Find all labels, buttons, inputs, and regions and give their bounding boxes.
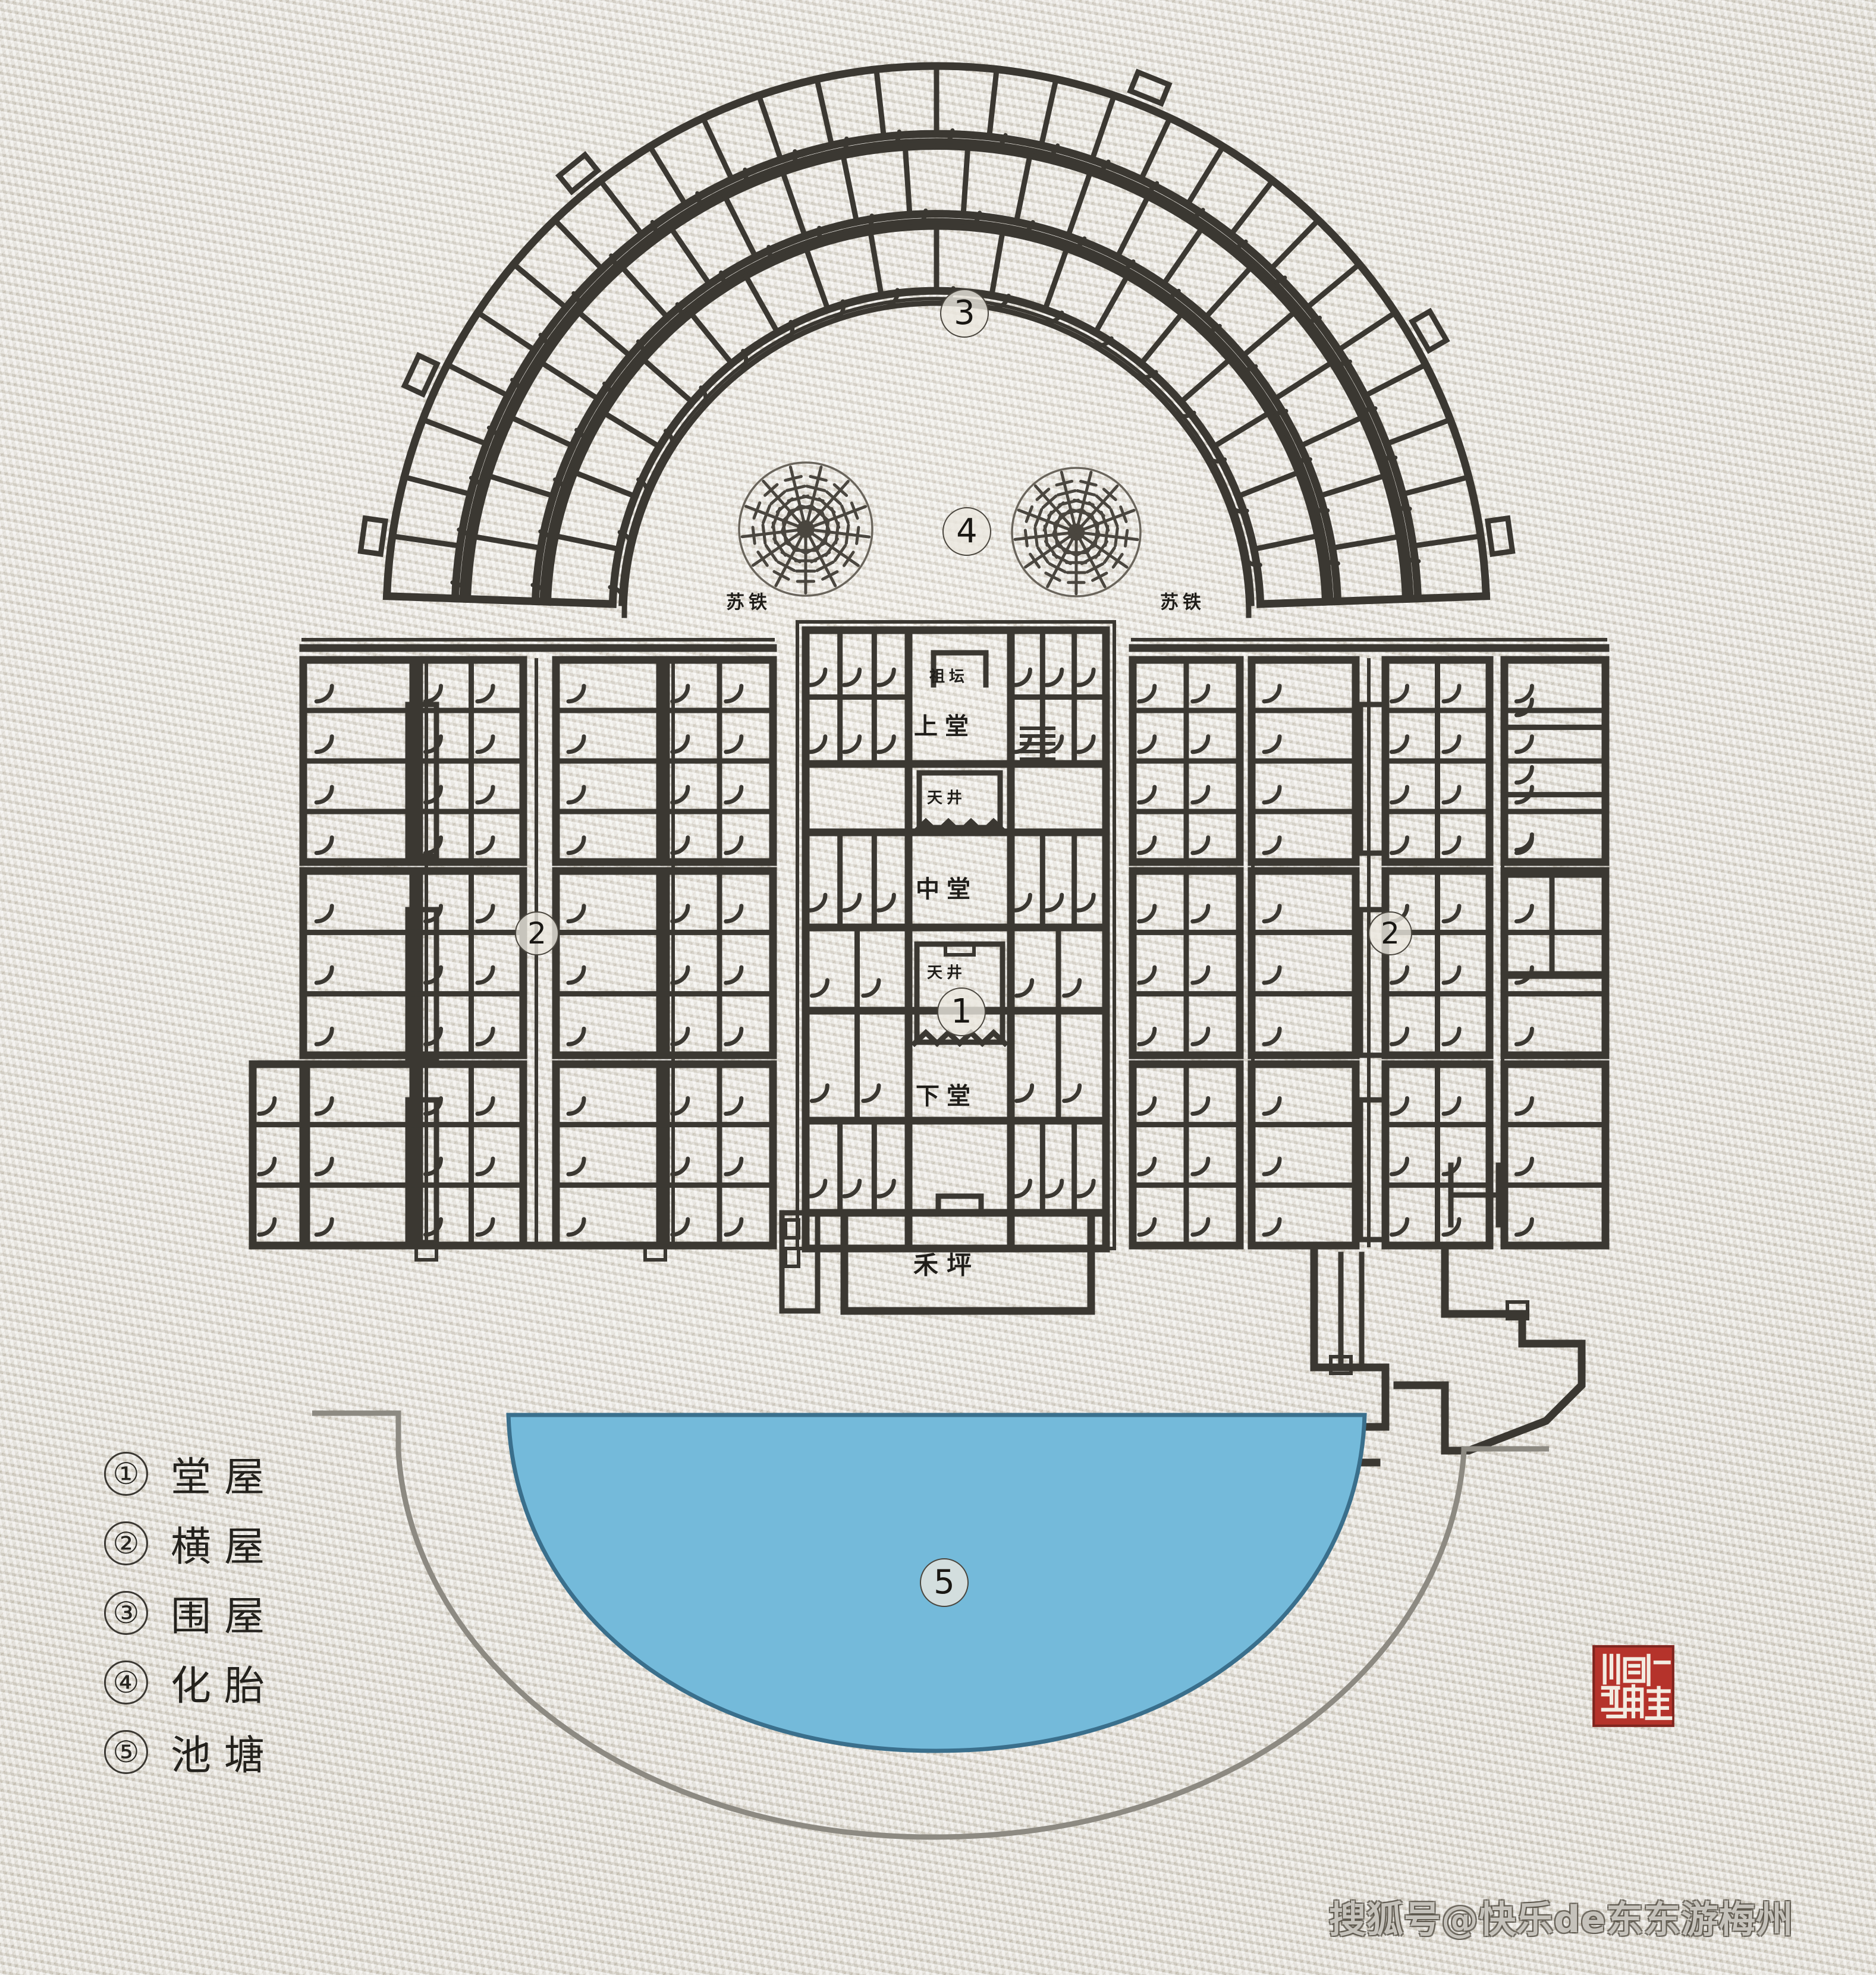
legend-label-5: 池塘 — [171, 1732, 278, 1779]
legend-label-3: 围屋 — [171, 1593, 278, 1640]
marker-wing-left: 2 — [515, 911, 559, 955]
legend-item-1: ① 堂屋 — [104, 1439, 278, 1508]
marker-wing-right: 2 — [1368, 911, 1412, 955]
label-middle-hall: 中堂 — [916, 876, 978, 903]
site-boundary — [312, 1410, 1549, 1840]
right-wing-block — [1129, 638, 1610, 1467]
label-cycad-right: 苏铁 — [1160, 592, 1205, 614]
marker-hall-axis: 1 — [937, 988, 986, 1036]
label-ancestral-altar: 祖坛 — [929, 668, 969, 686]
label-courtyard-lower: 天井 — [926, 964, 967, 982]
pond-and-boundary — [312, 1410, 1549, 1840]
legend-number-1: ① — [104, 1451, 148, 1496]
legend-number-4: ④ — [104, 1660, 148, 1704]
threshing-floor-block — [840, 1209, 1095, 1315]
chop-seal-icon — [1592, 1645, 1674, 1727]
legend-label-2: 横屋 — [171, 1524, 278, 1571]
marker-huatai: 4 — [942, 507, 991, 556]
label-courtyard-upper: 天井 — [926, 789, 967, 807]
label-cycad-left: 苏铁 — [726, 592, 771, 614]
legend-item-2: ② 横屋 — [104, 1508, 278, 1578]
legend-item-5: ⑤ 池塘 — [104, 1717, 278, 1787]
cycad-tree-left — [738, 461, 873, 597]
watermark-text: 搜狐号@快乐de东东游梅州 — [1329, 1898, 1794, 1941]
cycad-tree-right — [1011, 467, 1142, 597]
legend-label-1: 堂屋 — [171, 1454, 278, 1501]
legend: ① 堂屋 ② 横屋 ③ 围屋 ④ 化胎 ⑤ 池塘 — [104, 1439, 278, 1787]
legend-item-4: ④ 化胎 — [104, 1647, 278, 1717]
legend-number-3: ③ — [104, 1590, 148, 1635]
left-wing-block — [249, 638, 777, 1262]
label-lower-hall: 下堂 — [916, 1083, 978, 1110]
huatai-area — [621, 300, 1252, 618]
legend-item-3: ③ 围屋 — [104, 1578, 278, 1647]
marker-outer-ring: 3 — [940, 289, 989, 338]
legend-number-5: ⑤ — [104, 1729, 148, 1774]
legend-label-4: 化胎 — [171, 1663, 278, 1710]
outer-ring-wings — [357, 62, 1516, 608]
label-upper-hall: 上堂 — [914, 713, 976, 740]
label-threshing-floor: 禾坪 — [913, 1250, 981, 1280]
legend-number-2: ② — [104, 1521, 148, 1565]
marker-pond: 5 — [920, 1558, 969, 1607]
